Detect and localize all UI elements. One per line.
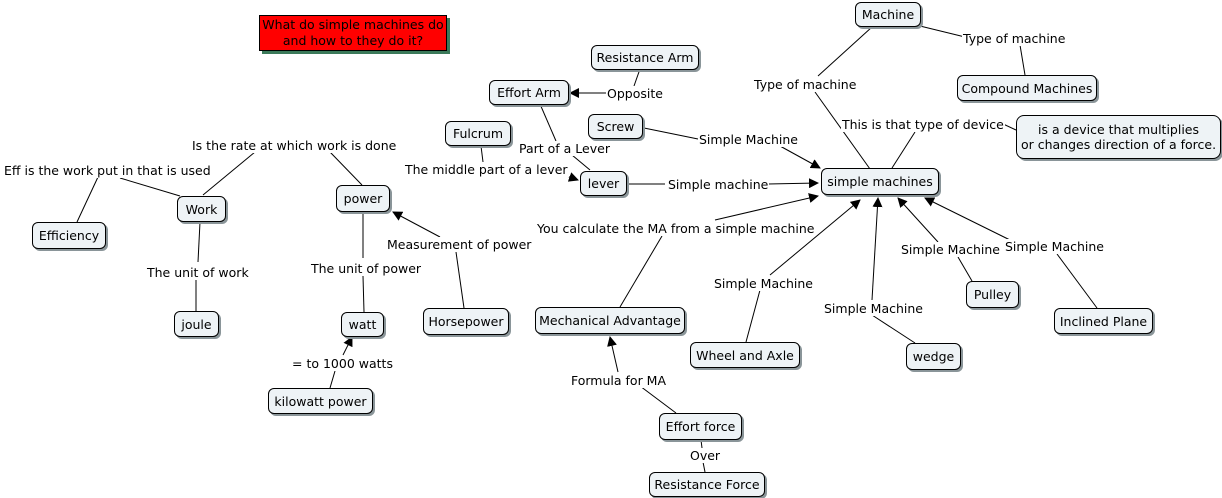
- node-resistance-arm[interactable]: Resistance Arm: [591, 45, 699, 70]
- label-simple-machine-pulley: Simple Machine: [900, 242, 1001, 257]
- map-title: What do simple machines do and how to th…: [259, 15, 447, 51]
- link-machine-type: [919, 25, 966, 38]
- link-wedge-sm: [871, 314, 916, 344]
- label-eff-work-used: Eff is the work put in that is used: [3, 163, 212, 178]
- node-effort-arm[interactable]: Effort Arm: [489, 80, 569, 105]
- label-simple-machine-wedge: Simple Machine: [823, 301, 924, 316]
- node-horsepower[interactable]: Horsepower: [423, 308, 509, 335]
- link-sm-simple: [779, 145, 821, 169]
- label-measurement-of-power: Measurement of power: [386, 237, 533, 252]
- label-type-of-machine: Type of machine: [962, 31, 1067, 46]
- link-ef-over: [700, 439, 703, 449]
- label-simple-machine-wheel: Simple Machine: [713, 276, 814, 291]
- link-resarm-opposite: [633, 68, 641, 87]
- node-watt[interactable]: watt: [341, 312, 384, 337]
- link-pulley-sm: [957, 256, 973, 282]
- node-efficiency[interactable]: Efficiency: [32, 222, 106, 249]
- link-ef-formula: [639, 385, 677, 414]
- label-simple-machine-screw: Simple Machine: [698, 132, 799, 147]
- link-eff-efficiency: [76, 176, 99, 223]
- link-part-lever: [571, 154, 591, 171]
- label-unit-of-work: The unit of work: [146, 265, 250, 280]
- link-smlever-simple: [767, 178, 819, 189]
- link-smp-simple: [897, 197, 939, 243]
- link-over-rf: [702, 461, 706, 473]
- label-simple-machine-incline: Simple Machine: [1004, 239, 1105, 254]
- node-resistance-force[interactable]: Resistance Force: [649, 472, 765, 497]
- link-ma-calc: [619, 235, 663, 308]
- link-formula-ma: [607, 336, 619, 373]
- link-smw-simple: [769, 199, 861, 276]
- link-rate-power: [329, 151, 363, 186]
- node-wheel-and-axle[interactable]: Wheel and Axle: [690, 342, 800, 368]
- label-type-of-machine-2: Type of machine: [753, 77, 858, 92]
- label-1000-watts: = to 1000 watts: [291, 356, 394, 371]
- link-effortarm-part: [539, 103, 557, 142]
- link-work-eff: [119, 177, 181, 197]
- label-middle-part-of-lever: The middle part of a lever: [404, 162, 569, 177]
- link-eq-watt: [342, 336, 353, 356]
- node-definition[interactable]: is a device that multiplies or changes d…: [1016, 115, 1221, 159]
- node-pulley[interactable]: Pulley: [966, 281, 1019, 308]
- node-machine[interactable]: Machine: [855, 2, 921, 27]
- node-joule[interactable]: joule: [174, 311, 219, 337]
- node-simple-machines[interactable]: simple machines: [821, 168, 939, 195]
- node-work[interactable]: Work: [177, 196, 226, 222]
- link-incline-sm: [1056, 253, 1098, 309]
- label-unit-of-power: The unit of power: [310, 261, 423, 276]
- node-power[interactable]: power: [336, 185, 390, 212]
- label-part-of-a-lever: Part of a Lever: [518, 141, 611, 156]
- link-simple-thattype: [891, 131, 916, 169]
- label-rate-work-done: Is the rate at which work is done: [191, 138, 398, 153]
- node-fulcrum[interactable]: Fulcrum: [445, 121, 511, 146]
- link-horse-meas: [455, 251, 465, 309]
- label-over: Over: [689, 448, 722, 463]
- link-fulcrum-middle: [480, 145, 484, 163]
- link-screw-sm: [643, 127, 699, 140]
- node-wedge[interactable]: wedge: [906, 343, 961, 370]
- node-lever[interactable]: lever: [580, 171, 627, 196]
- link-type-compound: [1019, 44, 1026, 76]
- link-kw-eq: [329, 370, 336, 389]
- link-meas-power: [392, 211, 441, 238]
- link-calc-simple: [714, 193, 819, 221]
- link-smwd-simple: [871, 197, 883, 301]
- label-formula-for-ma: Formula for MA: [570, 373, 668, 388]
- link-work-rate: [202, 151, 256, 196]
- node-kilowatt-power[interactable]: kilowatt power: [268, 388, 373, 414]
- link-unitp-watt: [362, 275, 365, 313]
- link-smi-simple: [924, 197, 1011, 241]
- label-calculate-ma: You calculate the MA from a simple machi…: [536, 221, 816, 236]
- label-simple-machine-lever: Simple machine: [667, 177, 770, 192]
- node-mechanical-advantage[interactable]: Mechanical Advantage: [535, 307, 685, 334]
- link-work-unit: [197, 221, 201, 263]
- link-machine-type2: [817, 26, 873, 77]
- label-that-type-of-device: This is that type of device: [841, 117, 1005, 132]
- node-compound-machines[interactable]: Compound Machines: [957, 75, 1097, 101]
- node-effort-force[interactable]: Effort force: [659, 413, 742, 440]
- node-screw[interactable]: Screw: [588, 114, 643, 139]
- node-inclined-plane[interactable]: Inclined Plane: [1054, 308, 1153, 334]
- link-wheel-sm: [745, 289, 761, 343]
- label-opposite: Opposite: [606, 86, 664, 101]
